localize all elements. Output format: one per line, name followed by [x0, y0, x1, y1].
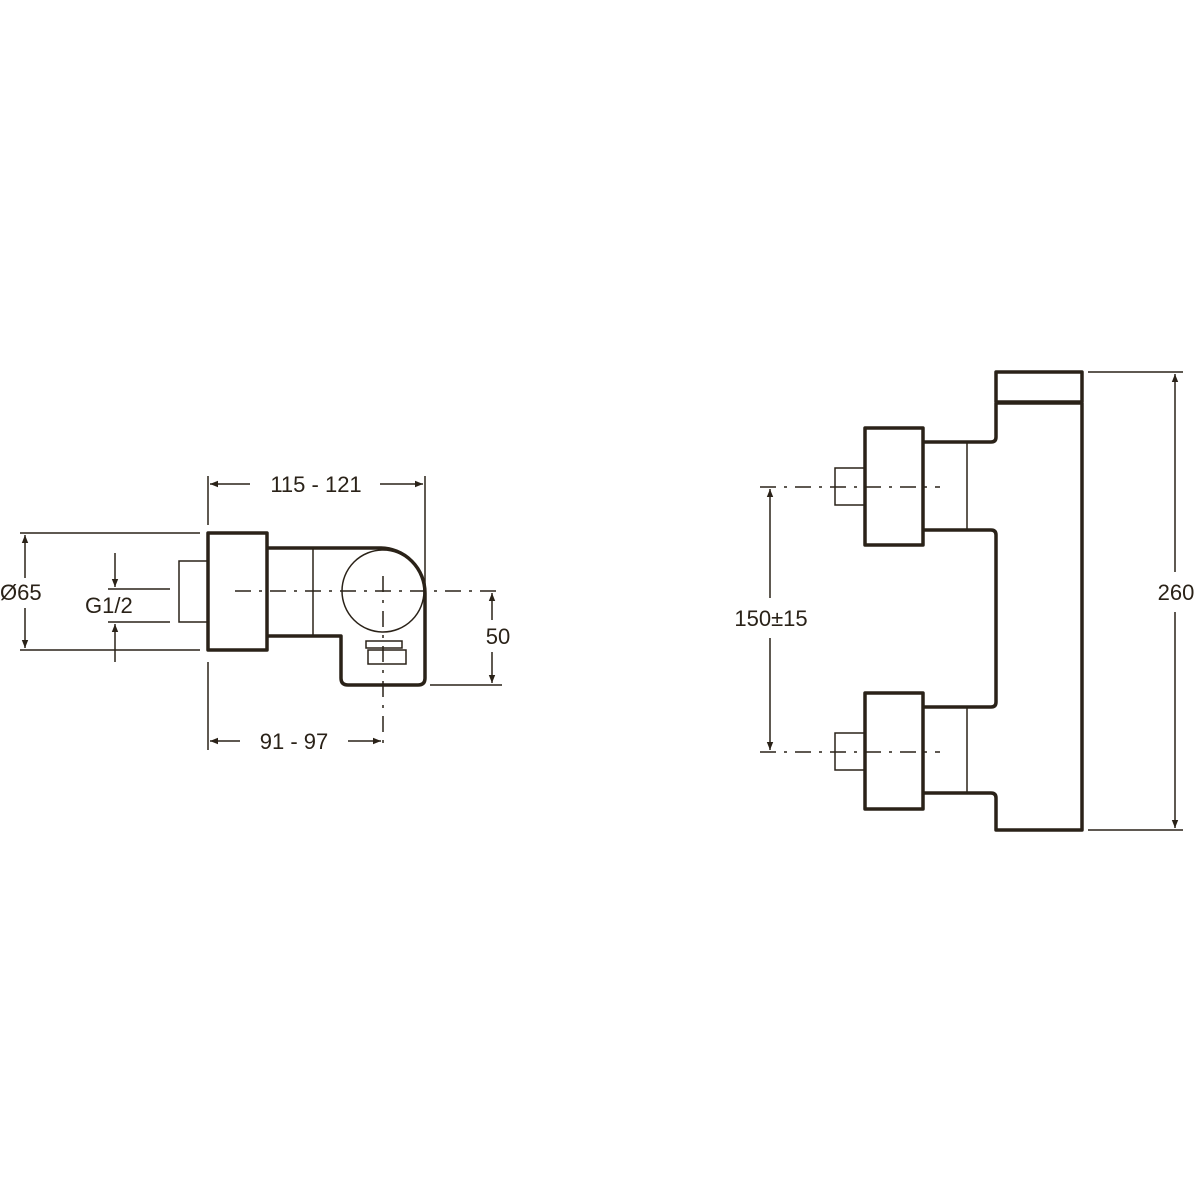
top-cap [994, 370, 1084, 404]
dim-total-depth: 115 - 121 [270, 472, 361, 497]
lower-inlet-flange [863, 691, 925, 811]
dim-outlet-offset: 50 [486, 624, 510, 649]
dim-height: 260 [1158, 580, 1195, 605]
inlet-stub [178, 560, 209, 623]
dim-diameter: Ø65 [0, 580, 42, 605]
front-view: 150±15 260 [734, 370, 1195, 832]
outlet-nut [367, 649, 407, 665]
mixer-body-front [923, 403, 1084, 832]
dim-outlet-depth: 91 - 97 [260, 729, 329, 754]
outlet-nut-top [365, 640, 403, 649]
dim-thread: G1/2 [85, 593, 133, 618]
dim-inlet-spacing: 150±15 [734, 606, 807, 631]
side-view: 115 - 121 91 - 97 Ø65 G1/2 50 [0, 472, 510, 754]
